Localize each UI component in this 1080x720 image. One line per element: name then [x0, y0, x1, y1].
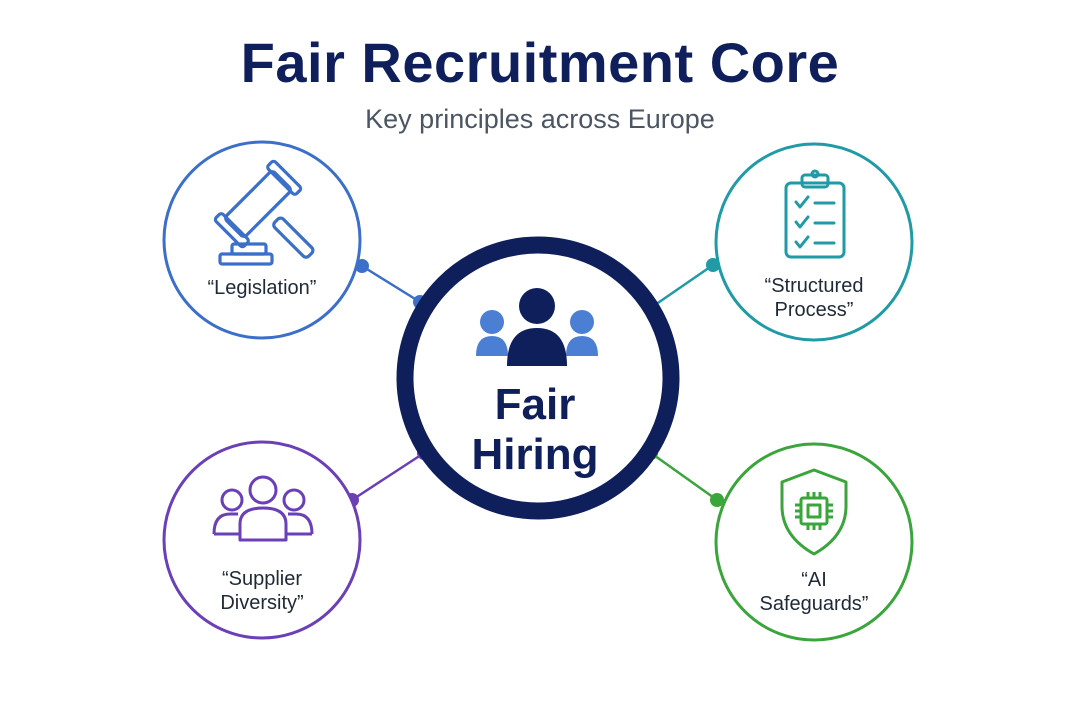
node-label-ai-safeguards: “AI Safeguards”: [719, 568, 909, 616]
shield-chip-icon: [780, 468, 848, 556]
connector-legislation: [355, 259, 427, 309]
node-label-legislation: “Legislation”: [167, 276, 357, 300]
node-circle-legislation: [162, 140, 362, 340]
people-group-icon: [476, 288, 598, 366]
node-label-line2: Safeguards”: [759, 593, 869, 615]
node-label-line1: “Supplier: [221, 568, 303, 590]
center-label: Fair Hiring: [405, 380, 665, 480]
node-label-line2: Process”: [774, 299, 854, 321]
people-group-icon: [212, 475, 314, 542]
node-label-line1: “Structured: [764, 275, 864, 297]
node-label-line1: “AI: [801, 569, 827, 591]
diagram-subtitle: Key principles across Europe: [365, 104, 715, 134]
node-label-line1: “Legislation”: [207, 277, 317, 299]
node-circle-ai-safeguards: [714, 442, 914, 642]
gavel-icon: [213, 159, 315, 266]
center-circle: [396, 236, 680, 520]
checklist-clipboard-icon: [784, 169, 846, 259]
center-label-line2: Hiring: [471, 430, 599, 479]
center-label-line1: Fair: [494, 380, 576, 429]
node-label-structured-process: “Structured Process”: [719, 274, 909, 322]
node-label-supplier-diversity: “Supplier Diversity”: [167, 567, 357, 615]
diagram-title: Fair Recruitment Core: [240, 31, 840, 94]
node-label-line2: Diversity”: [220, 592, 304, 614]
